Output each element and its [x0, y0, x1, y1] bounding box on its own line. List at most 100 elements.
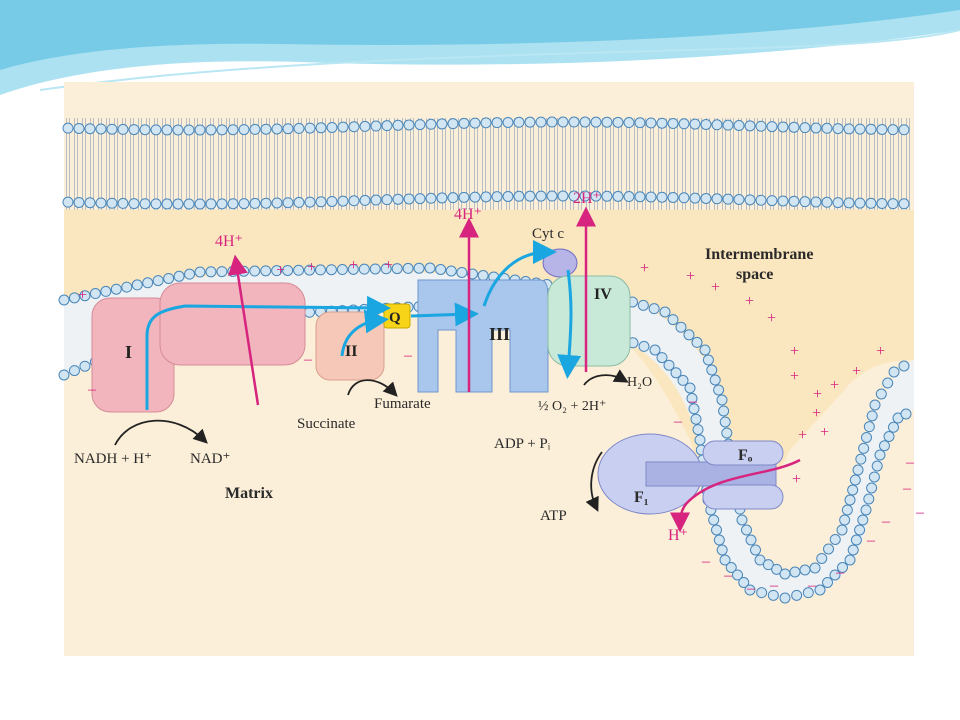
lipid-head: [839, 514, 851, 526]
lipid-head: [686, 392, 698, 404]
minus-charge: –: [673, 413, 683, 430]
lipid-head: [852, 464, 864, 476]
plus-charge: +: [820, 424, 829, 441]
lipid-head: [678, 118, 690, 130]
lipid-head: [58, 369, 70, 381]
lipid-head: [139, 198, 151, 210]
plus-charge: +: [686, 268, 695, 285]
lipid-head: [868, 471, 880, 483]
lipid-head: [799, 196, 811, 208]
plus-charge: +: [349, 257, 358, 274]
succinate-label: Succinate: [297, 416, 356, 432]
lipid-head: [847, 544, 859, 556]
lipid-head: [62, 122, 74, 134]
lipid-head: [369, 263, 381, 275]
complex-IV: IV: [547, 275, 631, 367]
lipid-head: [173, 270, 185, 282]
lipid-head: [117, 123, 129, 135]
lipid-head: [898, 124, 910, 136]
lipid-head: [73, 196, 85, 208]
lipid-head: [568, 190, 580, 202]
lipid-head: [480, 117, 492, 129]
lipid-head: [855, 453, 867, 465]
lipid-head: [706, 364, 718, 376]
lipid-head: [645, 117, 657, 129]
lipid-head: [802, 587, 814, 599]
lipid-head: [68, 365, 80, 377]
lipid-head: [282, 197, 294, 209]
fumarate-label: Fumarate: [374, 396, 431, 412]
lipid-head: [677, 374, 689, 386]
plus-charge: +: [78, 287, 87, 304]
lipid-head: [568, 116, 580, 128]
lipid-head: [837, 562, 848, 573]
plus-charge: +: [745, 293, 754, 310]
lipid-head: [304, 196, 316, 208]
lipid-head: [771, 563, 783, 575]
minus-charge: –: [905, 454, 915, 471]
lipid-head: [249, 197, 261, 209]
lipid-head: [58, 294, 70, 306]
lipid-head: [172, 198, 184, 210]
outer-membrane: [62, 116, 914, 210]
lipid-head: [638, 340, 650, 352]
lipid-head: [271, 123, 283, 135]
lipid-head: [513, 116, 525, 128]
lipid-head: [823, 543, 834, 555]
lipid-head: [110, 283, 122, 295]
lipid-head: [414, 193, 426, 205]
lipid-head: [380, 263, 392, 275]
lipid-head: [205, 266, 217, 278]
lipid-head: [691, 336, 703, 348]
lipid-head: [637, 299, 649, 311]
lipid-head: [84, 123, 96, 135]
lipid-head: [413, 262, 425, 274]
lipid-head: [216, 198, 228, 210]
lipid-head: [799, 122, 811, 134]
minus-charge: –: [769, 577, 779, 594]
lipid-head: [403, 193, 415, 205]
lipid-head: [315, 196, 327, 208]
lipid-head: [648, 303, 660, 315]
lipid-head: [260, 123, 272, 135]
lipid-head: [762, 559, 774, 571]
minus-charge: –: [403, 347, 413, 364]
lipid-head: [733, 120, 745, 132]
lipid-head: [829, 569, 841, 581]
plus-charge: +: [767, 310, 776, 327]
lipid-head: [779, 568, 791, 580]
minus-charge: –: [915, 504, 925, 521]
lipid-head: [766, 195, 778, 207]
lipid-head: [436, 118, 448, 130]
lipid-head: [699, 344, 711, 356]
lipid-head: [841, 504, 853, 516]
lipid-head: [184, 268, 196, 280]
lipid-head: [216, 266, 228, 278]
atp-label: ATP: [540, 508, 567, 524]
lipid-head: [789, 566, 801, 578]
lipid-head: [733, 194, 745, 206]
lipid-head: [524, 190, 536, 202]
lipid-head: [238, 198, 250, 210]
lipid-head: [326, 195, 338, 207]
lipid-head: [692, 424, 704, 436]
lipid-head: [788, 121, 800, 133]
lipid-head: [161, 198, 173, 210]
nad-label: NAD⁺: [190, 451, 230, 467]
lipid-head: [656, 117, 668, 129]
lipid-head: [194, 124, 206, 136]
water-label: H₂O: [627, 375, 652, 390]
lipid-head: [163, 272, 175, 284]
lipid-head: [128, 198, 140, 210]
lipid-head: [700, 118, 712, 130]
lipid-head: [325, 264, 337, 276]
plus-charge: +: [790, 343, 799, 360]
lipid-head: [716, 394, 728, 406]
matrix-label: Matrix: [225, 485, 273, 502]
lipid-head: [741, 524, 752, 536]
lipid-head: [315, 122, 327, 134]
lipid-head: [336, 264, 348, 276]
lipid-head: [106, 197, 118, 209]
lipid-head: [702, 354, 714, 366]
